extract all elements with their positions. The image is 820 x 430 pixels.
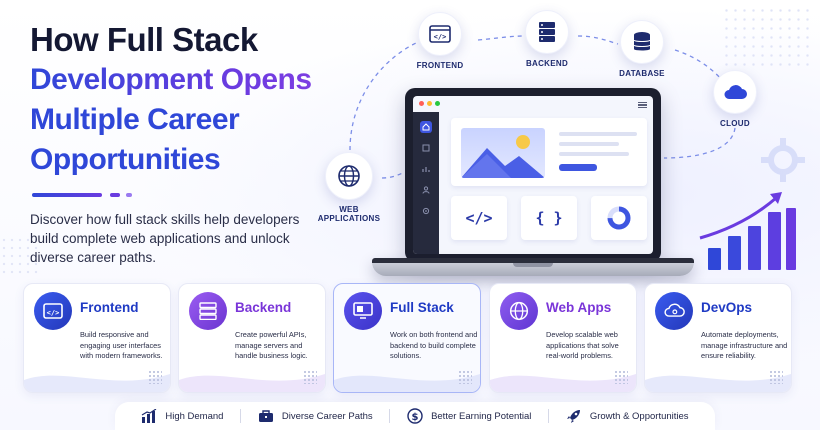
- title-line-2: Development Opens: [30, 60, 370, 100]
- node-frontend-label: FRONTEND: [416, 61, 464, 70]
- node-web-applications: WEB APPLICATIONS: [316, 152, 382, 223]
- laptop-screen: </> { }: [405, 88, 661, 262]
- card-description: Automate deployments, manage infrastruct…: [701, 330, 788, 360]
- image-placeholder-icon: [461, 128, 545, 178]
- card-title: Backend: [235, 300, 292, 315]
- card-title: Full Stack: [390, 300, 454, 315]
- svg-text:</>: </>: [434, 33, 447, 41]
- cube-icon: [420, 142, 432, 154]
- node-backend-label: BACKEND: [525, 59, 569, 68]
- title-line-4: Opportunities: [30, 143, 221, 176]
- laptop-base: [372, 258, 694, 276]
- benefit-growth-opportunities: Growth & Opportunities: [566, 408, 689, 424]
- window-controls: [419, 101, 440, 106]
- card-title: Frontend: [80, 300, 139, 315]
- node-cloud: CLOUD: [705, 70, 765, 128]
- card-backend[interactable]: Backend Create powerful APIs, manage ser…: [178, 283, 326, 393]
- code-symbol: </>: [465, 209, 493, 227]
- card-title: Web Apps: [546, 300, 612, 315]
- briefcase-icon: [258, 410, 273, 422]
- home-icon: [420, 121, 432, 133]
- divider: [389, 409, 391, 423]
- cloud-gear-icon: [655, 292, 693, 330]
- decor-dots-top-right: [722, 6, 812, 66]
- server-icon: [189, 292, 227, 330]
- menu-icon: [638, 102, 647, 108]
- page-title: How Full Stack Development Opens Multipl…: [30, 20, 370, 180]
- dollar-icon: $: [407, 408, 423, 424]
- card-web-apps[interactable]: Web Apps Develop scalable web applicatio…: [489, 283, 637, 393]
- card-dots: [614, 370, 628, 384]
- card-wave: [179, 374, 325, 392]
- node-database-label: DATABASE: [619, 69, 665, 78]
- chart-icon: [420, 163, 432, 175]
- screen-hero-card: [451, 118, 647, 186]
- card-wave: [645, 374, 791, 392]
- rocket-icon: [566, 410, 580, 423]
- card-description: Work on both frontend and backend to bui…: [390, 330, 478, 360]
- donut-chart-icon: [607, 206, 631, 230]
- node-web-applications-label: WEB APPLICATIONS: [317, 205, 381, 223]
- growth-chart-icon: [699, 192, 796, 270]
- globe-icon: [338, 165, 360, 187]
- card-wave: [334, 374, 480, 392]
- screen-button: [559, 164, 597, 171]
- intro-text: Discover how full stack skills help deve…: [30, 212, 300, 265]
- gear-icon: [761, 138, 805, 182]
- card-dots: [458, 370, 472, 384]
- screen-code-card: </>: [451, 196, 507, 240]
- card-dots: [148, 370, 162, 384]
- screen-donut-card: [591, 196, 647, 240]
- globe-icon: [500, 292, 538, 330]
- benefit-better-earning-potential: $ Better Earning Potential: [407, 408, 531, 424]
- node-cloud-label: CLOUD: [720, 119, 750, 128]
- settings-icon: [420, 205, 432, 217]
- bar-chart-icon: [142, 409, 157, 423]
- benefit-high-demand: High Demand: [141, 409, 223, 423]
- card-dots: [769, 370, 783, 384]
- benefits-strip: High Demand Diverse Career Paths $ Bette…: [115, 402, 715, 430]
- card-dots: [303, 370, 317, 384]
- decor-dots-left: [0, 236, 40, 276]
- card-wave: [490, 374, 636, 392]
- benefit-label: Better Earning Potential: [431, 410, 532, 422]
- title-accent-line: [32, 193, 142, 197]
- cloud-icon: [724, 85, 747, 99]
- card-wave: [24, 374, 170, 392]
- code-window-icon: </>: [429, 25, 451, 43]
- braces-symbol: { }: [535, 209, 563, 227]
- card-title: DevOps: [701, 300, 753, 315]
- svg-text:</>: </>: [47, 309, 60, 317]
- node-backend: BACKEND: [517, 10, 577, 68]
- title-line-1: How Full Stack: [30, 21, 258, 58]
- benefit-label: Diverse Career Paths: [281, 410, 373, 422]
- card-description: Create powerful APIs, manage servers and…: [235, 330, 308, 360]
- benefit-diverse-career-paths: Diverse Career Paths: [258, 409, 373, 423]
- node-frontend: </> FRONTEND: [410, 12, 470, 70]
- node-database: DATABASE: [612, 20, 672, 78]
- title-line-3: Multiple Career: [30, 103, 240, 136]
- screen-sidebar: [413, 112, 439, 254]
- database-icon: [633, 32, 651, 51]
- server-icon: [539, 22, 555, 42]
- card-devops[interactable]: DevOps Automate deployments, manage infr…: [644, 283, 792, 393]
- code-window-icon: </>: [34, 292, 72, 330]
- monitor-icon: [344, 292, 382, 330]
- svg-text:$: $: [412, 412, 419, 423]
- card-full-stack[interactable]: Full Stack Work on both frontend and bac…: [333, 283, 481, 393]
- divider: [240, 409, 242, 423]
- card-description: Build responsive and engaging user inter…: [80, 330, 163, 360]
- screen-braces-card: { }: [521, 196, 577, 240]
- user-icon: [420, 184, 432, 196]
- divider: [548, 409, 550, 423]
- benefit-label: Growth & Opportunities: [589, 410, 689, 422]
- card-frontend[interactable]: </> Frontend Build responsive and engagi…: [23, 283, 171, 393]
- card-description: Develop scalable web applications that s…: [546, 330, 619, 360]
- benefit-label: High Demand: [165, 410, 224, 422]
